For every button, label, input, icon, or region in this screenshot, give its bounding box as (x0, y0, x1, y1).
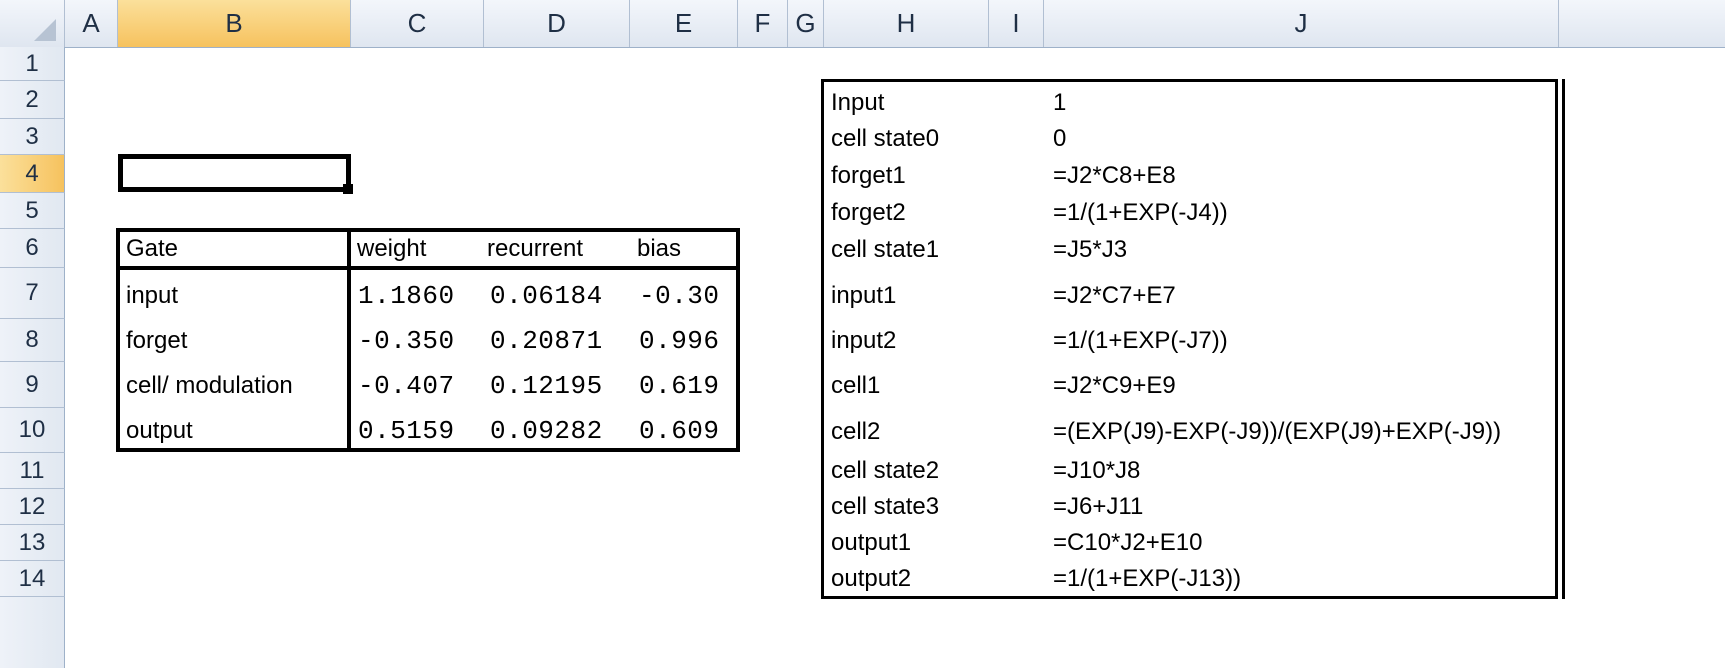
formula-row-value: =(EXP(J9)-EXP(-J9))/(EXP(J9)+EXP(-J9)) (1053, 418, 1502, 445)
recurrent-value: 0.09282 (490, 416, 603, 446)
column-header-j[interactable]: J (1044, 0, 1559, 47)
formula-row-value: =J10*J8 (1053, 457, 1141, 484)
fill-handle[interactable] (343, 184, 353, 194)
column-header-g[interactable]: G (788, 0, 824, 47)
formula-row-value: 1 (1053, 89, 1067, 116)
row-header-6[interactable]: 6 (0, 229, 65, 268)
formula-row-value: =J5*J3 (1053, 236, 1128, 263)
weight-header-label: weight (357, 235, 427, 262)
formula-table (821, 79, 1558, 599)
formula-row-label: cell2 (831, 418, 881, 445)
row-header-13[interactable]: 13 (0, 525, 65, 561)
bias-value: -0.30 (639, 281, 720, 311)
bias-value: 0.609 (639, 416, 720, 446)
row-header-12[interactable]: 12 (0, 489, 65, 525)
row-header-5[interactable]: 5 (0, 193, 65, 229)
formula-row-value: 0 (1053, 125, 1067, 152)
recurrent-header-label: recurrent (487, 235, 584, 262)
row-header-1[interactable]: 1 (0, 47, 65, 81)
formula-row-label: cell1 (831, 372, 881, 399)
formula-row-label: cell state2 (831, 457, 940, 484)
formula-row-label: input2 (831, 327, 897, 354)
column-header-h[interactable]: H (824, 0, 989, 47)
gate-values-area: 1.1860 0.06184 -0.30 -0.350 0.20871 0.99… (351, 272, 736, 448)
row-header-14[interactable]: 14 (0, 561, 65, 597)
formula-row-label: output2 (831, 565, 912, 592)
formula-row-label: cell state1 (831, 236, 940, 263)
column-header-a[interactable]: A (65, 0, 118, 47)
row-header-11[interactable]: 11 (0, 453, 65, 489)
weight-value: -0.350 (358, 326, 455, 356)
gate-table-header-divider (116, 266, 740, 270)
select-all-triangle-icon (34, 19, 56, 41)
formula-row-value: =C10*J2+E10 (1053, 529, 1203, 556)
formula-table-right-edge (1562, 79, 1565, 599)
row-header-blank (0, 597, 65, 668)
formula-row-label: forget2 (831, 199, 906, 226)
gate-row-label: cell/ modulation (126, 372, 293, 399)
bias-value: 0.996 (639, 326, 720, 356)
weight-value: 0.5159 (358, 416, 455, 446)
row-header-4[interactable]: 4 (0, 155, 65, 193)
row-header-9[interactable]: 9 (0, 362, 65, 408)
formula-row-value: =J2*C9+E9 (1053, 372, 1176, 399)
active-cell-b4[interactable] (118, 154, 351, 192)
gate-row-label: output (126, 417, 193, 444)
formula-row-label: cell state0 (831, 125, 940, 152)
formula-row-label: forget1 (831, 162, 906, 189)
weight-value: -0.407 (358, 371, 455, 401)
gate-table-column-divider (347, 228, 351, 452)
column-header-bar: A B C D E F G H I J (0, 0, 1725, 48)
column-header-c[interactable]: C (351, 0, 484, 47)
bias-header-label: bias (637, 235, 682, 262)
row-header-3[interactable]: 3 (0, 119, 65, 155)
gate-row-label: input (126, 282, 179, 309)
recurrent-value: 0.12195 (490, 371, 603, 401)
formula-row-value: =1/(1+EXP(-J7)) (1053, 327, 1228, 354)
gate-header-label: Gate (126, 235, 179, 262)
formula-row-label: input1 (831, 282, 897, 309)
formula-row-value: =1/(1+EXP(-J4)) (1053, 199, 1228, 226)
row-header-10[interactable]: 10 (0, 408, 65, 453)
select-all-corner[interactable] (0, 0, 65, 47)
formula-row-value: =J2*C7+E7 (1053, 282, 1176, 309)
weight-value: 1.1860 (358, 281, 455, 311)
formula-row-label: Input (831, 89, 885, 116)
column-header-d[interactable]: D (484, 0, 630, 47)
formula-row-value: =1/(1+EXP(-J13)) (1053, 565, 1242, 592)
gate-table (116, 228, 740, 452)
column-header-e[interactable]: E (630, 0, 738, 47)
gate-row-label: forget (126, 327, 188, 354)
formula-row-value: =J2*C8+E8 (1053, 162, 1176, 189)
row-header-2[interactable]: 2 (0, 81, 65, 119)
formula-row-label: output1 (831, 529, 912, 556)
row-header-7[interactable]: 7 (0, 268, 65, 319)
column-header-b[interactable]: B (118, 0, 351, 47)
column-header-f[interactable]: F (738, 0, 788, 47)
column-header-i[interactable]: I (989, 0, 1044, 47)
recurrent-value: 0.20871 (490, 326, 603, 356)
bias-value: 0.619 (639, 371, 720, 401)
row-header-8[interactable]: 8 (0, 319, 65, 362)
formula-row-label: cell state3 (831, 493, 940, 520)
formula-row-value: =J6+J11 (1053, 493, 1144, 520)
recurrent-value: 0.06184 (490, 281, 603, 311)
